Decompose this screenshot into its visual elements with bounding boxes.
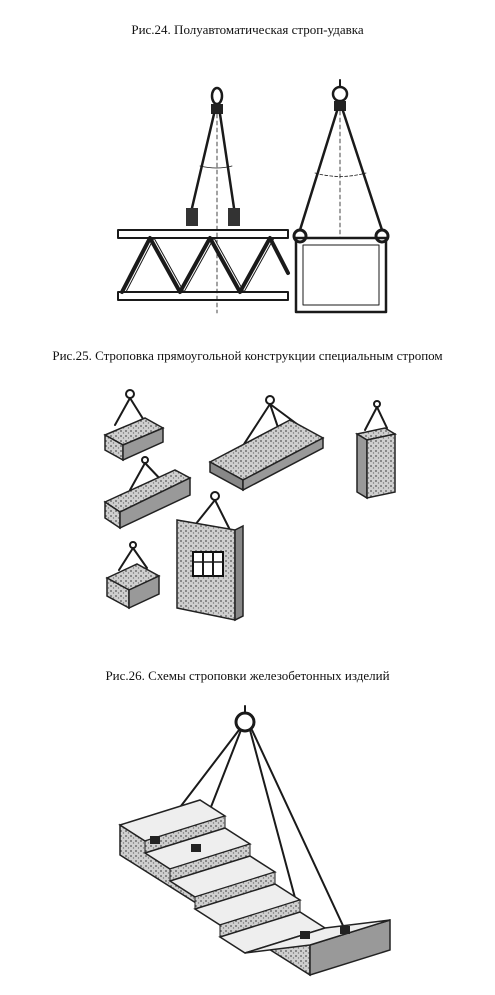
figure-26-caption: Рис.26. Схемы строповки железобетонных и… <box>105 668 390 683</box>
beam-illustration <box>103 456 192 530</box>
figure-24-caption: Рис.24. Полуавтоматическая строп-удавка <box>131 22 364 37</box>
frame-sling-illustration <box>292 79 390 314</box>
wall-panel-illustration <box>176 491 244 622</box>
figure-25-caption: Рис.25. Строповка прямоугольной конструк… <box>52 348 443 363</box>
stair-flight-illustration <box>118 705 391 977</box>
figure-24-illustration <box>117 79 390 314</box>
truss-sling-illustration <box>117 86 290 314</box>
block-bottom-illustration <box>105 541 161 610</box>
block-small-illustration <box>103 389 165 462</box>
figure-25-illustration <box>103 389 398 622</box>
column-illustration <box>354 400 398 500</box>
figure-26-illustration <box>118 705 391 977</box>
slab-illustration <box>208 395 325 492</box>
